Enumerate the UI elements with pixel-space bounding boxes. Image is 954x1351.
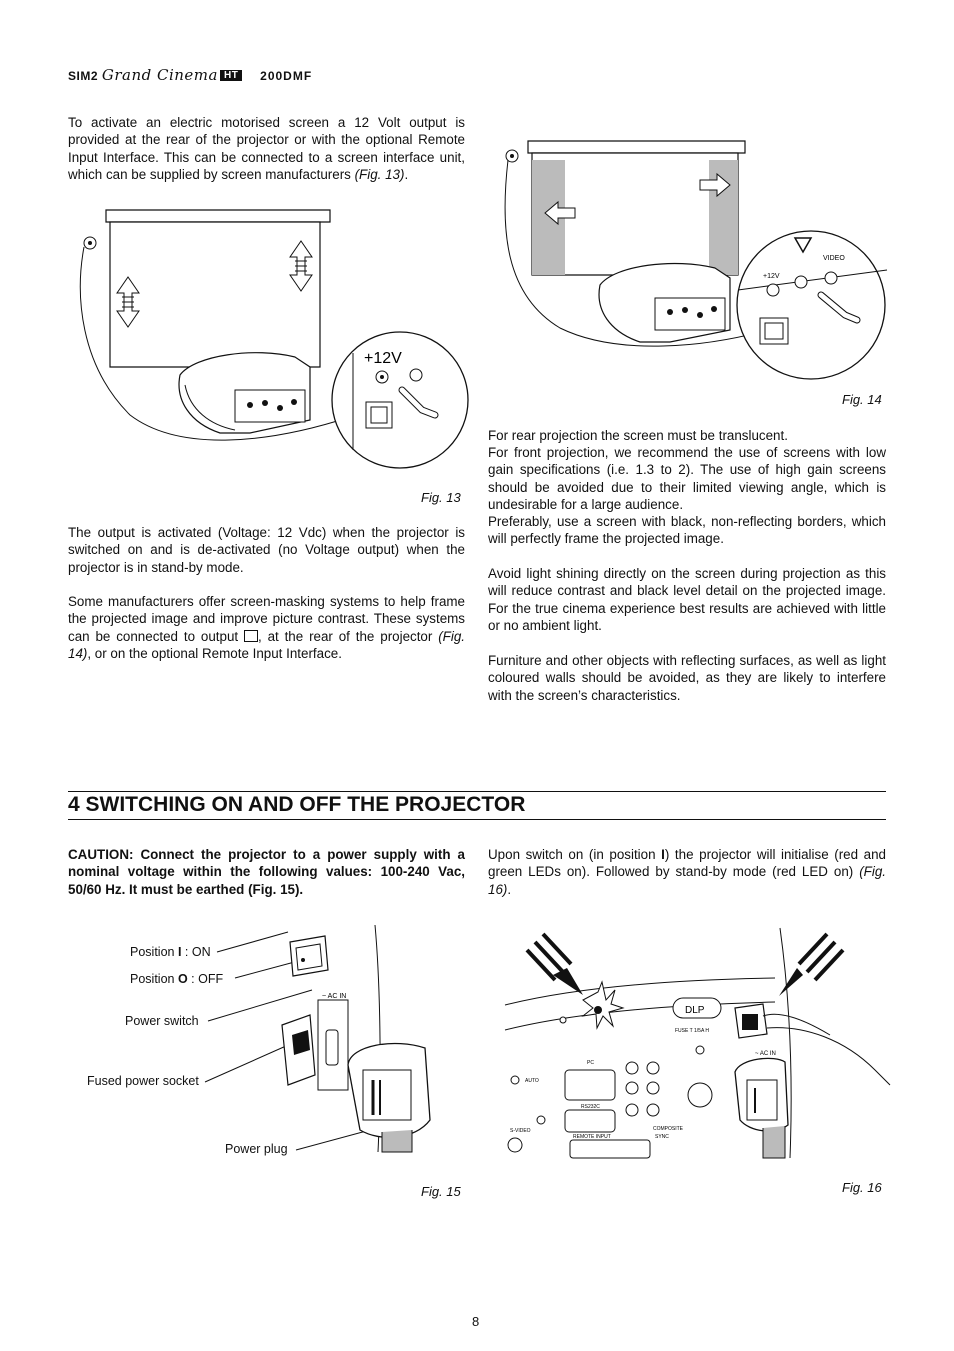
- product-badge: HT: [219, 70, 243, 81]
- front-projection-text: For front projection, we recommend the u…: [488, 445, 886, 512]
- fig16-caption: Fig. 16: [842, 1180, 882, 1195]
- switch-on-text: Upon switch on (in position I) the proje…: [488, 847, 886, 897]
- composite-label: COMPOSITE: [653, 1126, 684, 1132]
- remote-input-label: REMOTE INPUT: [573, 1134, 611, 1140]
- fig14-12v-label: +12V: [763, 273, 780, 280]
- page-number: 8: [472, 1314, 480, 1329]
- fig13-illustration: +12V: [70, 205, 465, 470]
- fig16-acin-label: ~ AC IN: [755, 1051, 776, 1057]
- masking-output-icon: [243, 629, 258, 642]
- reflecting-surfaces-text: Furniture and other objects with reflect…: [488, 653, 886, 703]
- screen-masking-text: Some manufacturers offer screen-masking …: [68, 594, 465, 661]
- brand-name: SIM2: [68, 69, 99, 83]
- position-on-label: Position I : ON: [130, 945, 211, 959]
- caution-text: CAUTION: Connect the projector to a powe…: [68, 847, 465, 897]
- output-activation-text: The output is activated (Voltage: 12 Vdc…: [68, 525, 465, 575]
- pc-label: PC: [587, 1060, 594, 1066]
- fig16-illustration: DLP FUSE T 1/5A H ~ AC IN PC RS232C REMO…: [505, 920, 895, 1160]
- position-off-label: Position O : OFF: [130, 972, 224, 986]
- fig13-ref: (Fig. 13): [354, 166, 405, 182]
- power-switch-label: Power switch: [125, 1014, 199, 1028]
- black-borders-text: Preferably, use a screen with black, non…: [488, 514, 886, 547]
- rs232-label: RS232C: [581, 1104, 600, 1110]
- ambient-light-text: Avoid light shining directly on the scre…: [488, 566, 886, 633]
- fig14-ref: (Fig. 14): [68, 628, 465, 661]
- fused-socket-label: Fused power socket: [87, 1074, 199, 1088]
- product-name: Grand Cinema: [101, 66, 218, 84]
- fig13-caption: Fig. 13: [421, 490, 461, 505]
- power-plug-label: Power plug: [225, 1142, 288, 1156]
- screen-output-intro: To activate an electric motorised screen…: [68, 115, 465, 182]
- section-rule-top: [68, 791, 886, 792]
- fig14-illustration: +12V VIDEO: [495, 120, 887, 385]
- fig16-ref: (Fig. 16): [488, 864, 886, 897]
- fig14-video-label: VIDEO: [823, 255, 845, 262]
- section-4-title: 4 SWITCHING ON AND OFF THE PROJECTOR: [68, 793, 526, 816]
- fig15-illustration: ~ AC IN: [200, 920, 470, 1155]
- fig13-12v-label: +12V: [364, 350, 402, 367]
- fig15-acin-label: ~ AC IN: [322, 993, 346, 1000]
- sync-label: SYNC: [655, 1134, 669, 1140]
- svideo-label: S-VIDEO: [510, 1128, 531, 1134]
- model-number: 200DMF: [260, 69, 313, 83]
- rear-projection-text: For rear projection the screen must be t…: [488, 428, 788, 443]
- fig14-caption: Fig. 14: [842, 392, 882, 407]
- auto-label: AUTO: [525, 1078, 539, 1084]
- dlp-label: DLP: [685, 1005, 705, 1016]
- fig15-caption: Fig. 15: [421, 1184, 461, 1199]
- section-rule-bottom: [68, 819, 886, 820]
- fuse-label: FUSE T 1/5A H: [675, 1028, 709, 1034]
